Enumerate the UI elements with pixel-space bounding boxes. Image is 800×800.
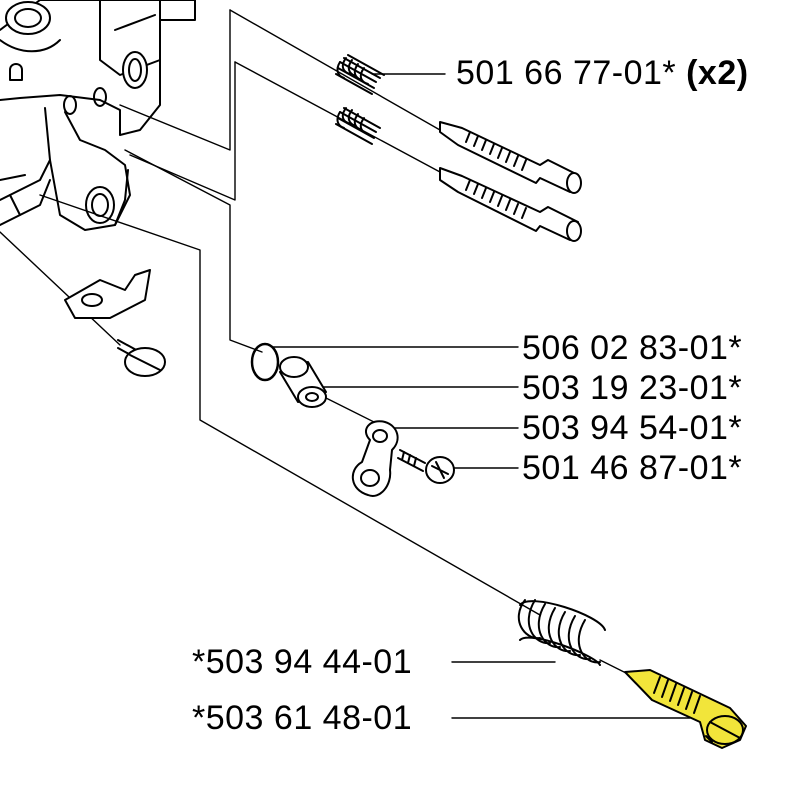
part-label-o-ring: 506 02 83-01* <box>522 329 743 367</box>
o-ring <box>250 342 280 382</box>
sleeve <box>279 356 327 408</box>
part-label-needle-spring: 501 66 77-01* (x2) <box>456 56 749 90</box>
choke-plate <box>352 420 399 497</box>
needle-upper <box>439 121 582 194</box>
quantity: (x2) <box>686 54 749 92</box>
bracket-screw <box>117 339 166 377</box>
idle-spring <box>517 599 606 666</box>
idle-adjust-screw <box>624 669 747 749</box>
bracket <box>64 269 151 319</box>
small-screw <box>397 449 455 484</box>
part-label-sleeve: 503 19 23-01* <box>522 369 743 407</box>
part-number: 501 66 77-01* <box>456 54 677 92</box>
part-label-screw: 501 46 87-01* <box>522 449 743 487</box>
carburetor-body <box>0 0 196 231</box>
spring-lower <box>335 107 381 145</box>
part-label-idle-screw: *503 61 48-01 <box>192 699 413 737</box>
part-label-idle-spring: *503 94 44-01 <box>192 643 413 681</box>
needle-lower <box>439 167 582 242</box>
part-label-plate: 503 94 54-01* <box>522 409 743 447</box>
spring-upper <box>335 54 385 95</box>
